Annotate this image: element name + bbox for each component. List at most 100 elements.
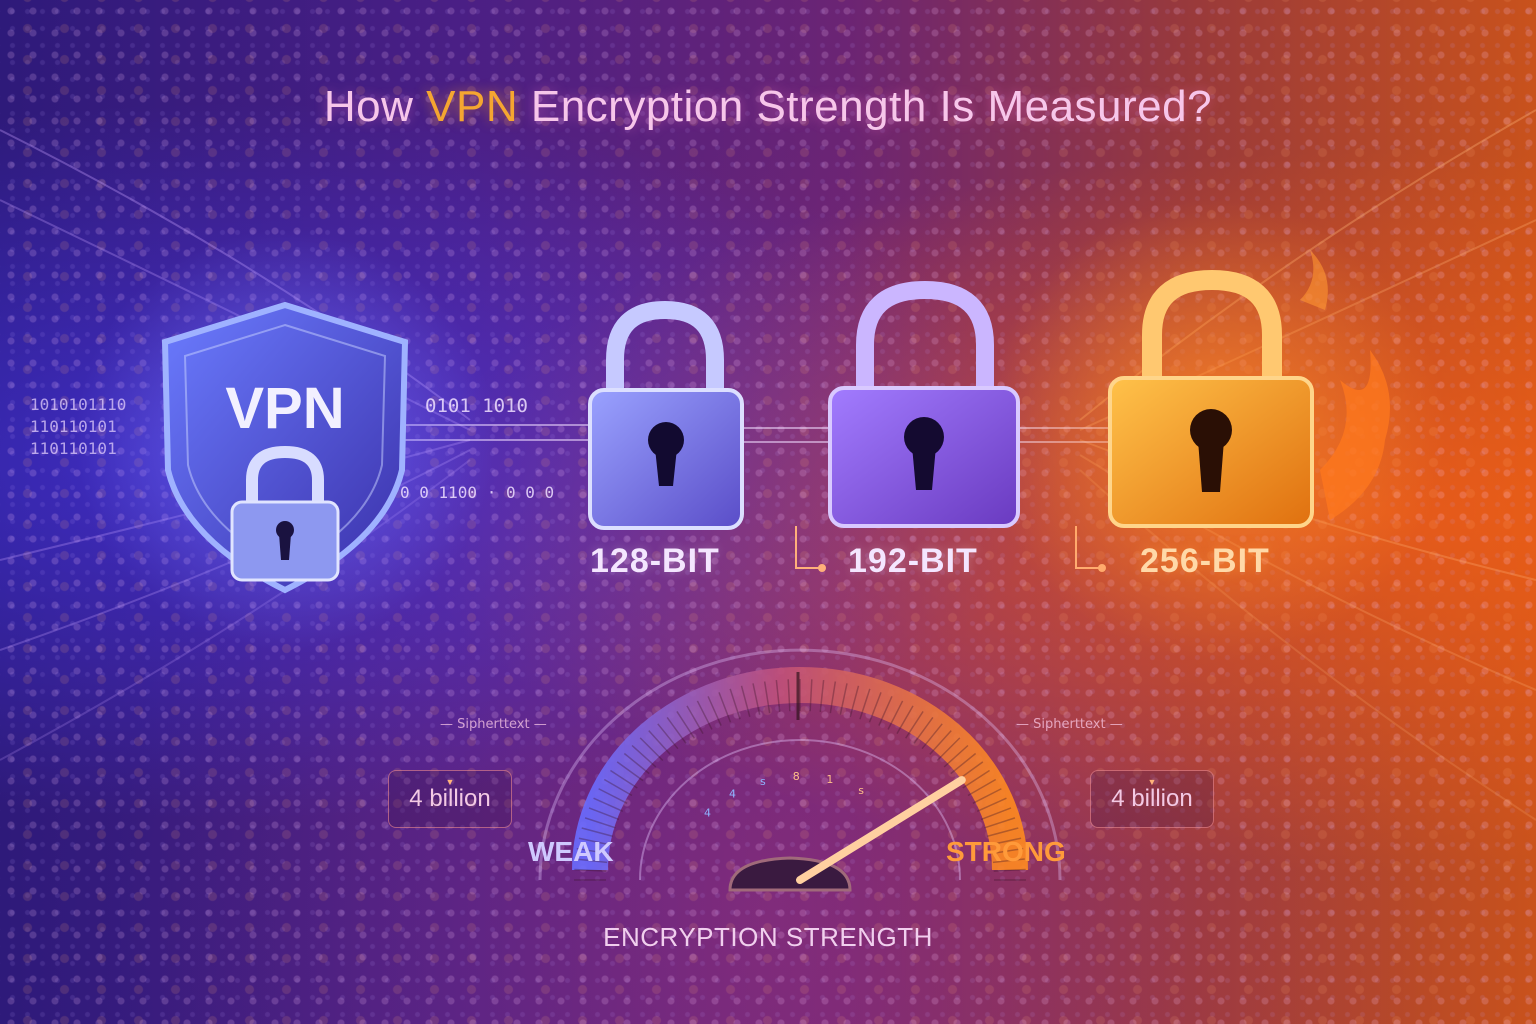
gauge-tick — [972, 788, 1002, 804]
gauge-tick — [631, 744, 657, 768]
gauge-tick — [657, 723, 679, 750]
lock-128-label: 128-BIT — [590, 542, 720, 580]
gauge-tick — [809, 679, 813, 712]
gauge-tick — [896, 705, 914, 735]
gauge-tick — [967, 778, 997, 797]
gauge-tick — [696, 700, 713, 730]
gauge-tick — [943, 744, 969, 768]
gauge-ticks — [574, 679, 1026, 881]
left-side-text: Sipherttext — [457, 717, 530, 732]
gauge-tick — [581, 827, 613, 837]
lock-128-icon — [588, 300, 744, 530]
binary-stream-top: 0101 1010 — [425, 395, 528, 417]
gauge-tick — [584, 817, 616, 829]
down-arrow-icon: ▼ — [445, 777, 455, 787]
gauge-tick — [686, 705, 704, 735]
right-billion-box: ▼4 billion — [1090, 770, 1214, 828]
lock-192-label: 192-BIT — [848, 542, 978, 580]
strong-label: STRONG — [946, 836, 1066, 867]
gauge-tick — [574, 868, 607, 872]
left-billion-text: 4 billion — [409, 785, 491, 812]
gauge-tick — [819, 680, 825, 713]
gauge-tick — [763, 681, 771, 714]
gauge-tick — [623, 752, 650, 775]
gauge-tick — [878, 696, 893, 726]
gauge-tick — [976, 797, 1007, 812]
title-suffix: Encryption Strength Is Measured? — [518, 82, 1213, 131]
scale-mark: s — [760, 775, 766, 788]
binary-stream-left: 1010101110 110110101 110110101 — [30, 394, 126, 460]
gauge-tick — [987, 827, 1019, 837]
left-billion-box: ▼4 billion — [388, 770, 512, 828]
gauge-tick — [991, 847, 1024, 855]
gauge-tick — [929, 730, 952, 755]
scale-mark: 1 — [826, 773, 833, 786]
binary-line: 110110101 — [30, 439, 117, 458]
gauge-tick — [887, 700, 904, 730]
gauge-tick — [913, 716, 934, 744]
gauge-tick — [980, 807, 1012, 821]
shield-padlock-icon — [230, 445, 340, 582]
gauge-tick — [610, 769, 638, 789]
scale-mark: 8 — [793, 770, 800, 783]
gauge-tick — [593, 797, 624, 812]
scale-marks: 4 4 s 8 1 s — [704, 770, 864, 819]
lock-192-icon — [828, 280, 1020, 528]
page-title: How VPN Encryption Strength Is Measured? — [0, 82, 1536, 132]
binary-line: 110110101 — [30, 417, 117, 436]
flame-icon — [1300, 250, 1390, 520]
gauge-tick — [578, 837, 611, 846]
gauge-tick — [718, 692, 732, 723]
gauge-tick — [992, 858, 1025, 864]
gauge-tick — [905, 711, 924, 739]
down-arrow-icon: ▼ — [1147, 777, 1157, 787]
gauge-tick — [576, 847, 609, 855]
gauge-tick — [752, 683, 761, 715]
left-side-label: — Sipherttext — — [440, 717, 547, 732]
gauge-tick — [775, 680, 781, 713]
weak-label: WEAK — [528, 836, 614, 867]
gauge-tick — [740, 685, 751, 717]
gauge-tick — [666, 716, 687, 744]
gauge-tick — [616, 761, 644, 782]
gauge-tick — [950, 752, 977, 775]
gauge-tick — [588, 807, 620, 821]
gauge-tick — [639, 737, 664, 762]
gauge-tick — [676, 711, 695, 739]
lock-256-label: 256-BIT — [1140, 542, 1270, 580]
gauge-tick — [729, 688, 741, 720]
gauge-tick — [849, 685, 860, 717]
gauge-tick — [984, 817, 1016, 829]
scale-mark: s — [858, 784, 864, 797]
gauge-tick — [859, 688, 871, 720]
lock-256-icon — [1108, 269, 1314, 528]
right-side-text: Sipherttext — [1033, 717, 1106, 732]
gauge-tick — [787, 679, 791, 712]
gauge-tick — [868, 692, 882, 723]
gauge-tick — [575, 858, 608, 864]
gauge-tick — [707, 696, 722, 726]
title-prefix: How — [323, 82, 427, 131]
strength-gauge: 4 4 s 8 1 s — [538, 648, 1062, 892]
right-billion-text: 4 billion — [1111, 785, 1193, 812]
scale-mark: 4 — [729, 787, 736, 800]
title-accent: VPN — [426, 82, 519, 131]
binary-line: 1010101110 — [30, 395, 127, 414]
gauge-tick — [829, 681, 837, 714]
gauge-tick — [839, 683, 848, 715]
gauge-tick — [962, 769, 990, 789]
shield-label: VPN — [225, 376, 344, 441]
scale-mark: 4 — [704, 806, 711, 819]
gauge-tick — [648, 730, 671, 755]
gauge-tick — [603, 778, 633, 797]
gauge-needle — [796, 776, 966, 884]
gauge-tick — [598, 788, 628, 804]
gauge-tick — [936, 737, 961, 762]
binary-stream-bottom: 0 0 1100 · 0 0 0 — [400, 483, 555, 502]
gauge-tick — [993, 868, 1026, 872]
gauge-title: ENCRYPTION STRENGTH — [603, 922, 933, 952]
right-side-label: — Sipherttext — — [1016, 717, 1123, 732]
gauge-tick — [921, 723, 943, 750]
gauge-tick — [989, 837, 1022, 846]
